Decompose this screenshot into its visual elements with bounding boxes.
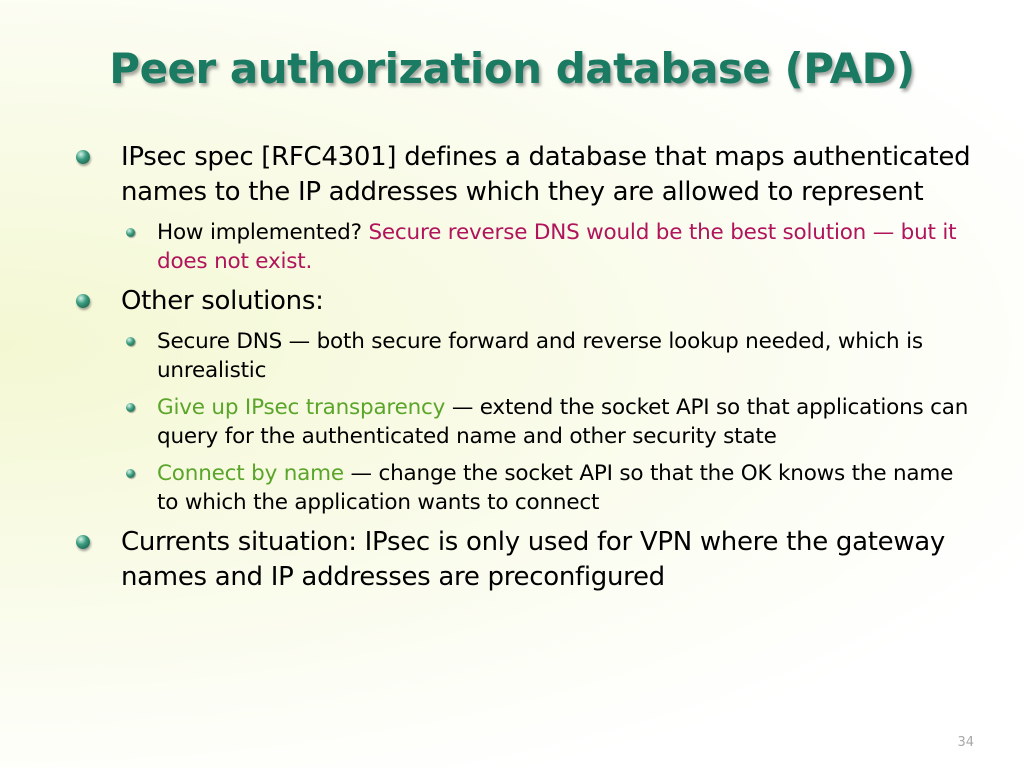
bullet-item: Currents situation: IPsec is only used f…	[76, 525, 976, 595]
slide-title: Peer authorization database (PAD)	[109, 44, 915, 93]
sub-bullet-text: Secure DNS — both secure forward and rev…	[157, 329, 923, 383]
bullet-text: Currents situation: IPsec is only used f…	[121, 527, 945, 592]
sub-bullet-item: Give up IPsec transparency — extend the …	[76, 393, 976, 451]
sub-bullet-rest: — extend the socket API so that applicat…	[157, 395, 969, 449]
bullet-text: Other solutions:	[121, 286, 324, 316]
sub-bullet-highlight: Give up IPsec transparency	[157, 395, 446, 420]
bullet-item: Other solutions:	[76, 284, 976, 319]
sub-bullet-rest: — change the socket API so that the OK k…	[157, 461, 954, 515]
sub-bullet-item: How implemented? Secure reverse DNS woul…	[76, 218, 976, 276]
bullet-text: IPsec spec [RFC4301] defines a database …	[121, 142, 971, 207]
sub-bullet-lead: How implemented?	[157, 220, 369, 245]
bullet-icon	[76, 150, 90, 164]
slide-content: IPsec spec [RFC4301] defines a database …	[76, 140, 976, 603]
sub-bullet-icon	[126, 403, 135, 412]
page-number: 34	[957, 735, 974, 750]
sub-bullet-highlight: Secure reverse DNS would be the best sol…	[157, 220, 957, 274]
bullet-icon	[76, 535, 90, 549]
sub-bullet-icon	[126, 228, 135, 237]
sub-bullet-item: Secure DNS — both secure forward and rev…	[76, 327, 976, 385]
sub-bullet-highlight: Connect by name	[157, 461, 344, 486]
sub-bullet-icon	[126, 337, 135, 346]
sub-bullet-icon	[126, 469, 135, 478]
sub-bullet-item: Connect by name — change the socket API …	[76, 459, 976, 517]
bullet-item: IPsec spec [RFC4301] defines a database …	[76, 140, 976, 210]
bullet-icon	[76, 294, 90, 308]
